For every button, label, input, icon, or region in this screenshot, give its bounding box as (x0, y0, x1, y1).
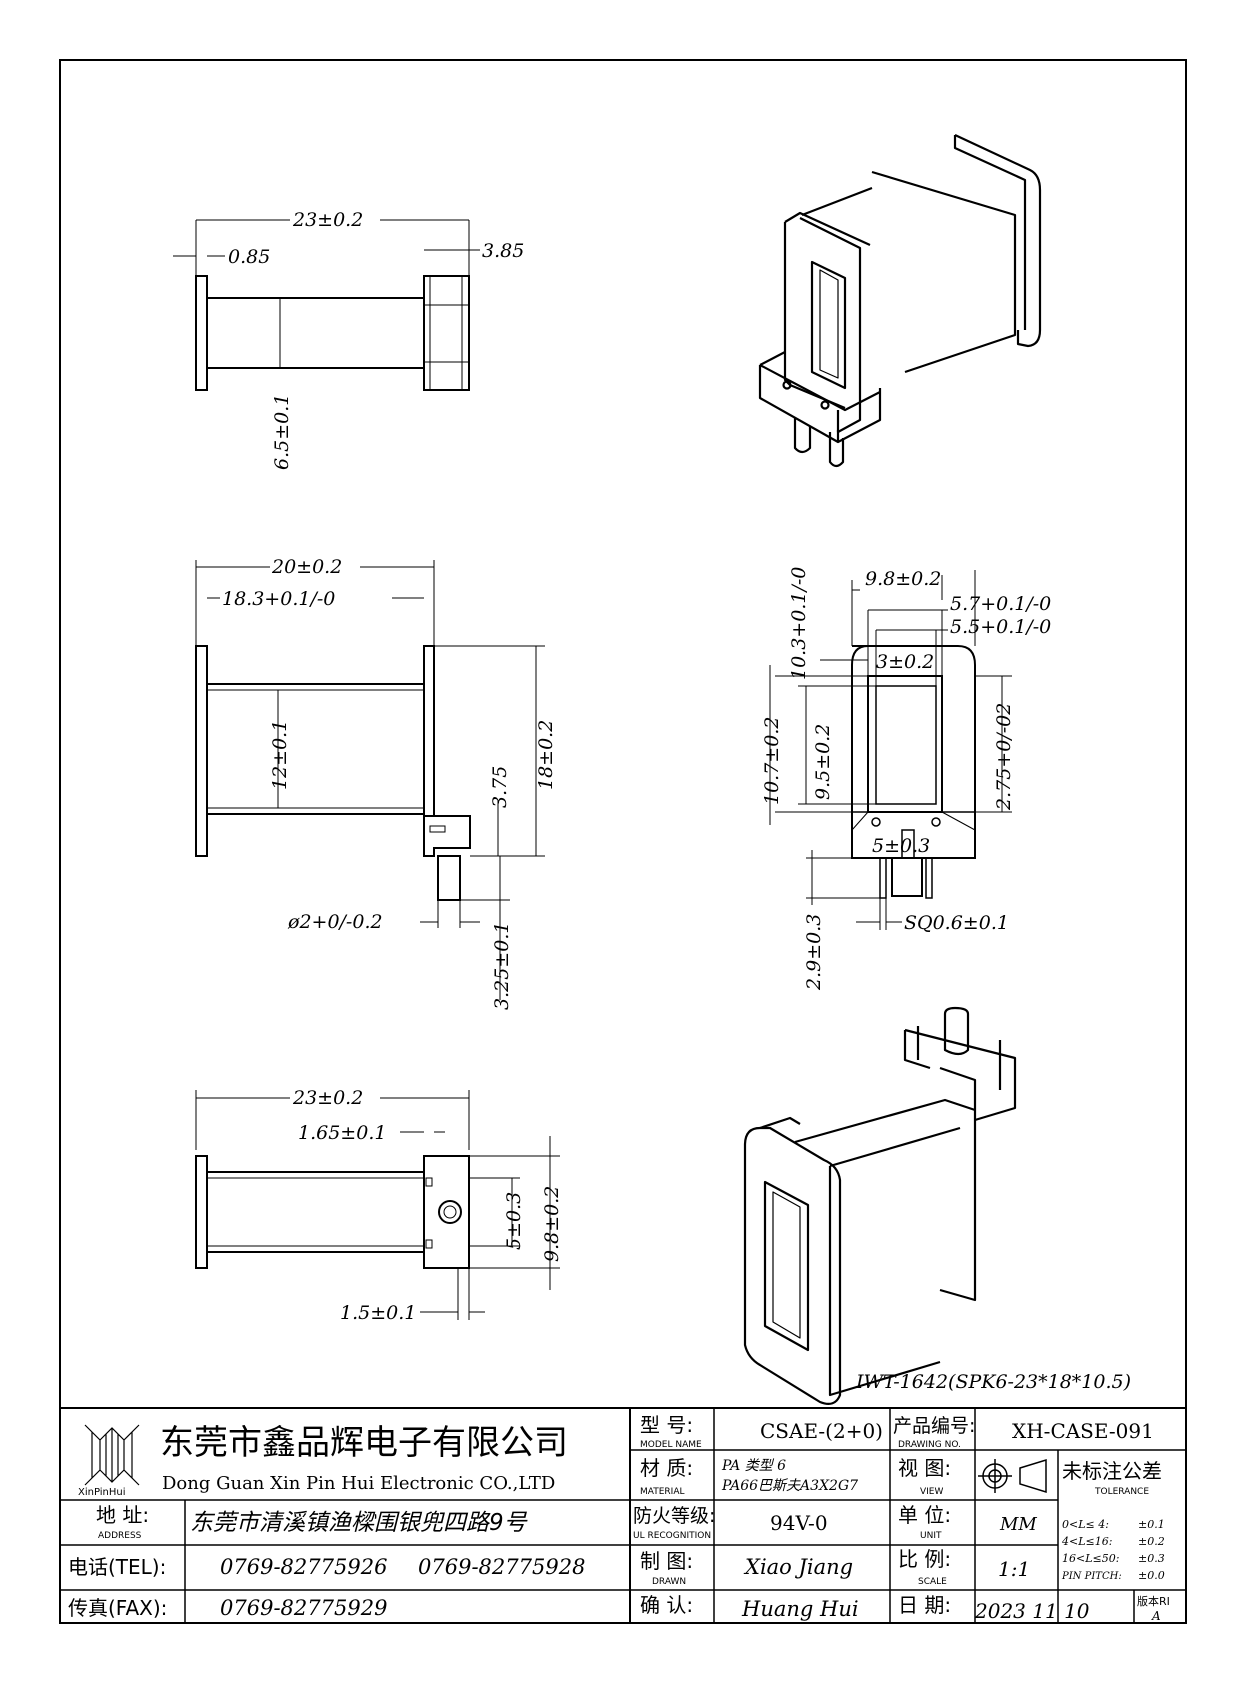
company-logo (84, 1424, 140, 1486)
end-dim-pin-len: 2.9±0.3 (803, 914, 825, 991)
end-dim-slot: 3±0.2 (876, 651, 934, 673)
end-dim-window-w2: 5.5+0.1/-0 (950, 616, 1051, 638)
bottom-view: 23±0.2 1.65±0.1 5±0.3 9.8±0.2 1.5±0.1 (195, 1087, 563, 1324)
end-dim-top: 10.3+0.1/-0 (788, 567, 810, 680)
material-value-2: PA66巴斯夫A3X2G7 (721, 1478, 858, 1494)
sheet-border (59, 59, 1187, 1624)
top-dim-height: 6.5±0.1 (271, 394, 293, 470)
material-label-en: MATERIAL (640, 1487, 685, 1497)
fax-label: 传真(FAX): (68, 1596, 167, 1620)
scale-value: 1:1 (998, 1557, 1030, 1581)
bottom-dim-pin-pitch: 5±0.3 (503, 1192, 525, 1250)
tolerance-row-range: 0<L≤ 4: (1062, 1518, 1109, 1531)
tel-value-1: 0769-82775926 (220, 1555, 387, 1579)
top-dim-end: 3.85 (482, 240, 524, 262)
bottom-dim-length: 23±0.2 (292, 1087, 363, 1109)
model-value: CSAE-(2+0) (760, 1419, 883, 1443)
end-dim-pin-sq: SQ0.6±0.1 (904, 912, 1009, 934)
side-dim-height: 18±0.2 (535, 720, 557, 790)
model-label: 型 号: (640, 1413, 693, 1437)
drawing-no-label: 产品编号: (893, 1415, 975, 1437)
tolerance-row-value: ±0.2 (1138, 1535, 1165, 1548)
tolerance-label: 未标注公差 (1062, 1459, 1162, 1483)
side-dim-pin-dia: ø2+0/-0.2 (287, 911, 383, 933)
address-label: 地 址: (96, 1503, 149, 1527)
fire-rating-label: 防火等级: (633, 1505, 715, 1527)
bottom-dim-width: 9.8±0.2 (541, 1186, 563, 1262)
address-label-en: ADDRESS (98, 1531, 142, 1541)
side-dim-length: 20±0.2 (271, 556, 342, 578)
fire-rating-label-en: UL RECOGNITION (633, 1531, 711, 1541)
company-name-cn: 东莞市鑫品辉电子有限公司 (160, 1423, 568, 1463)
tolerance-row-range: 16<L≤50: (1062, 1552, 1119, 1565)
fire-rating-value: 94V-0 (770, 1511, 828, 1535)
unit-label-en: UNIT (920, 1531, 942, 1541)
tolerance-row-range: 4<L≤16: (1061, 1535, 1112, 1548)
unit-label: 单 位: (898, 1503, 951, 1527)
tolerance-row-value: ±0.3 (1138, 1552, 1165, 1565)
logo-text: XinPinHui (78, 1487, 126, 1498)
isometric-view-bottom (743, 1006, 1017, 1405)
material-value-1: PA 类型 6 (721, 1458, 786, 1474)
end-dim-right: 2.75+0/-02 (993, 703, 1015, 811)
bottom-dim-edge: 1.5±0.1 (340, 1302, 416, 1324)
scale-label: 比 例: (898, 1547, 951, 1571)
end-dim-width: 9.8±0.2 (865, 568, 941, 590)
unit-value: MM (999, 1514, 1037, 1535)
version-label: 版本RI (1137, 1594, 1170, 1608)
side-dim-pin-length: 3.25±0.1 (491, 922, 513, 1010)
drawn-value: Xiao Jiang (743, 1555, 853, 1579)
end-view: 9.8±0.2 5.7+0.1/-0 5.5+0.1/-0 3±0.2 10.7… (761, 567, 1051, 991)
view-label-en: VIEW (920, 1487, 943, 1497)
confirm-value: Huang Hui (741, 1597, 859, 1621)
drawn-label: 制 图: (640, 1549, 693, 1573)
date-value: 2023 11 10 (974, 1599, 1090, 1623)
tolerance-row-value: ±0.0 (1138, 1569, 1165, 1582)
title-block (60, 1407, 1186, 1623)
material-label: 材 质: (640, 1456, 693, 1480)
top-dim-length: 23±0.2 (292, 209, 363, 231)
company-name-en: Dong Guan Xin Pin Hui Electronic CO.,LTD (162, 1473, 555, 1494)
side-dim-tab: 3.75 (489, 766, 511, 808)
side-dim-inner-height: 12±0.1 (269, 720, 291, 790)
projection-symbol-icon (978, 1458, 1047, 1494)
side-dim-inner: 18.3+0.1/-0 (222, 588, 335, 610)
view-label: 视 图: (898, 1456, 951, 1480)
drawing-no-label-en: DRAWING NO. (898, 1440, 961, 1450)
confirm-label: 确 认: (640, 1593, 693, 1617)
date-label: 日 期: (898, 1593, 951, 1617)
top-dim-flange: 0.85 (228, 246, 270, 268)
top-view: 23±0.2 0.85 3.85 6.5±0.1 (173, 209, 524, 470)
end-dim-overall-h: 10.7±0.2 (761, 717, 783, 805)
bottom-dim-offset: 1.65±0.1 (298, 1122, 386, 1144)
end-dim-pin-pitch: 5±0.3 (872, 835, 930, 857)
drawn-label-en: DRAWN (652, 1577, 686, 1587)
scale-label-en: SCALE (918, 1577, 947, 1587)
model-label-en: MODEL NAME (640, 1440, 702, 1450)
tolerance-row-value: ±0.1 (1138, 1518, 1165, 1531)
fax-value: 0769-82775929 (220, 1596, 387, 1620)
tolerance-label-en: TOLERANCE (1094, 1487, 1149, 1497)
address-value: 东莞市清溪镇渔樑围银兜四路9号 (190, 1510, 528, 1536)
isometric-view-top (758, 134, 1042, 468)
end-dim-window-h: 9.5±0.2 (812, 724, 834, 800)
side-view: 20±0.2 18.3+0.1/-0 12±0.1 18±0.2 3.75 3.… (195, 556, 557, 1010)
tel-value-2: 0769-82775928 (418, 1555, 585, 1579)
part-number-title: IWT-1642(SPK6-23*18*10.5) (855, 1371, 1131, 1393)
tolerance-row-range: PIN PITCH: (1061, 1571, 1122, 1582)
end-dim-window-w1: 5.7+0.1/-0 (950, 593, 1051, 615)
tel-label: 电话(TEL): (68, 1555, 166, 1579)
version-value: A (1151, 1609, 1161, 1623)
drawing-no-value: XH-CASE-091 (1012, 1419, 1154, 1443)
